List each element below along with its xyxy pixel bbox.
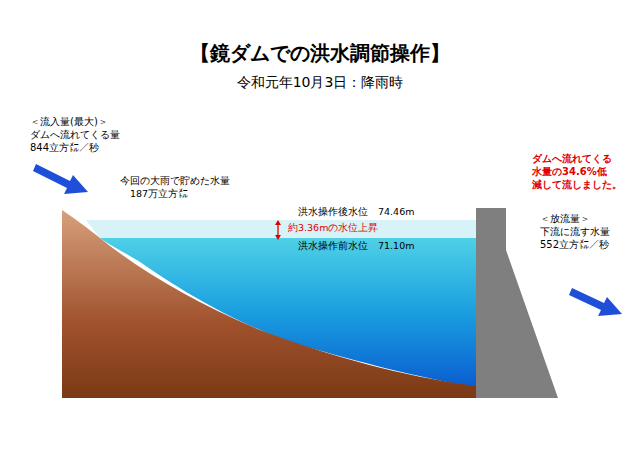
water-rise: 約3.36mの水位上昇 — [288, 223, 378, 234]
storage-text: 今回の大雨で貯めた水量 — [120, 176, 230, 187]
outflow-text: 下流に流す水量 — [540, 226, 610, 238]
water-level-before: 洪水操作前水位 71.10m — [298, 241, 414, 252]
outflow-arrow — [569, 288, 622, 316]
ground — [62, 210, 476, 398]
subtitle: 令和元年10月3日：降雨時 — [237, 74, 404, 90]
inflow-arrow — [33, 164, 88, 194]
reduction-note: 減して流しました。 — [532, 179, 622, 191]
outflow-value: 552立方㍍／秒 — [540, 239, 609, 251]
inflow-text: ダムへ流れてくる量 — [30, 129, 120, 141]
reduction-note: ダムへ流れてくる — [532, 153, 612, 165]
inflow-heading: ＜流入量(最大)＞ — [30, 116, 108, 128]
outflow-heading: ＜放流量＞ — [540, 213, 590, 225]
title: 【鏡ダムでの洪水調節操作】 — [190, 42, 450, 65]
reduction-note: 水量の34.6%低 — [532, 166, 607, 178]
rise-arrow — [275, 220, 281, 240]
inflow-value: 844立方㍍／秒 — [30, 142, 99, 154]
raised-water — [86, 220, 476, 238]
water-level-after: 洪水操作後水位 74.46m — [298, 207, 414, 218]
storage-value: 187万立方㍍ — [130, 189, 188, 200]
